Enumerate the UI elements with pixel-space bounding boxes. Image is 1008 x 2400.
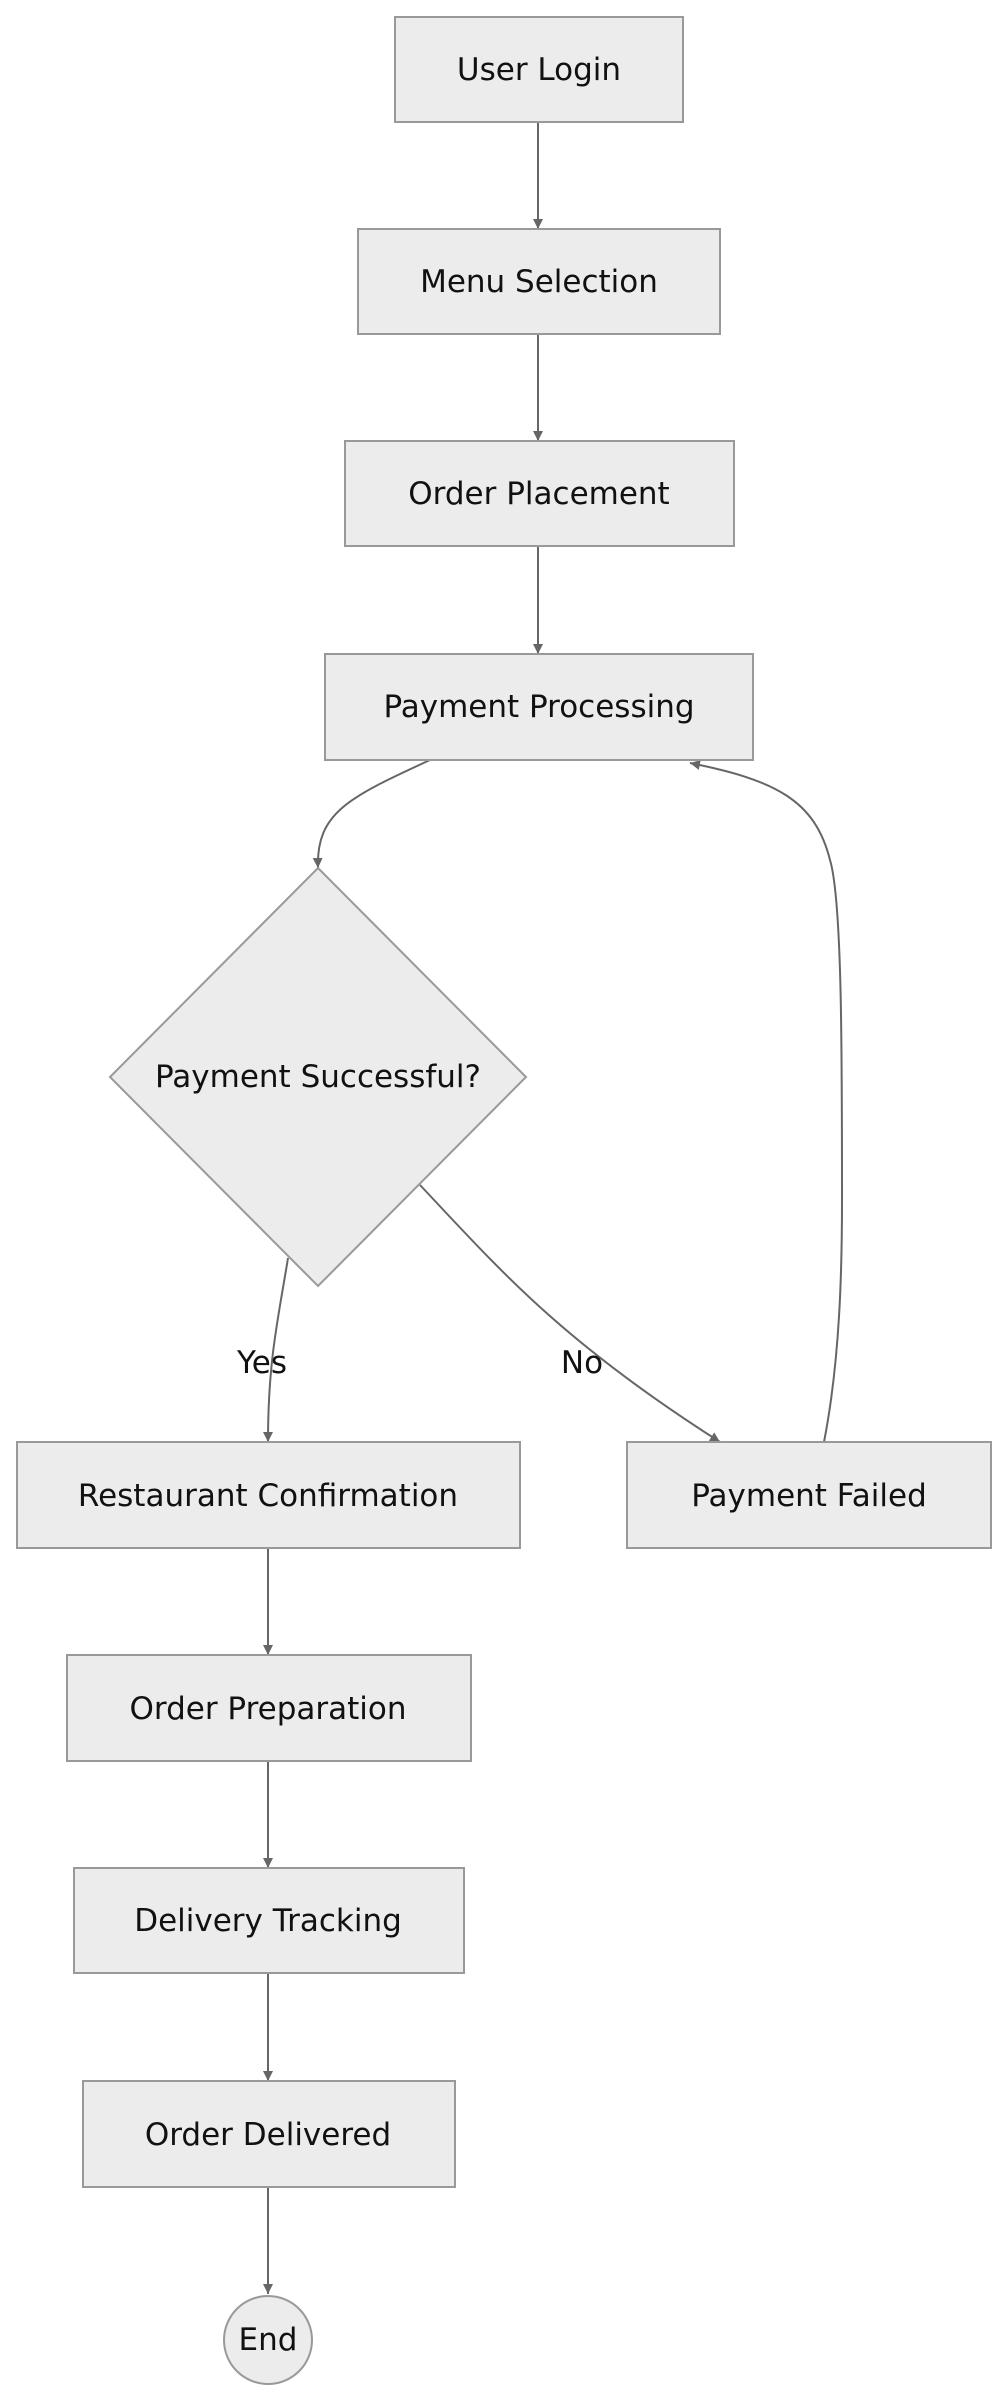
- node-end-label: End: [239, 2322, 298, 2358]
- node-end[interactable]: End: [223, 2295, 313, 2385]
- node-payment-successful-decision[interactable]: Payment Successful?: [108, 866, 528, 1288]
- node-payment-successful-label: Payment Successful?: [155, 1059, 481, 1095]
- edge-failed-to-payment: [689, 760, 844, 1443]
- node-delivery-tracking-label: Delivery Tracking: [134, 1903, 402, 1939]
- node-order-placement-label: Order Placement: [408, 476, 669, 512]
- node-menu-selection[interactable]: Menu Selection: [357, 228, 721, 335]
- node-user-login-label: User Login: [457, 52, 621, 88]
- edge-decision-to-failed: [419, 1184, 721, 1443]
- node-order-preparation[interactable]: Order Preparation: [66, 1654, 472, 1762]
- edge-decision-to-confirmation: [263, 1257, 289, 1443]
- node-menu-selection-label: Menu Selection: [420, 264, 658, 300]
- node-payment-failed[interactable]: Payment Failed: [626, 1441, 992, 1549]
- node-restaurant-confirmation-label: Restaurant Confirmation: [78, 1478, 458, 1514]
- node-restaurant-confirmation[interactable]: Restaurant Confirmation: [16, 1441, 521, 1549]
- edge-label-yes: Yes: [236, 1345, 287, 1381]
- node-order-placement[interactable]: Order Placement: [344, 440, 735, 547]
- node-order-delivered-label: Order Delivered: [145, 2117, 391, 2153]
- node-order-preparation-label: Order Preparation: [129, 1691, 406, 1727]
- edge-label-no: No: [561, 1345, 603, 1381]
- edge-payment-to-decision: [312, 759, 431, 869]
- node-payment-failed-label: Payment Failed: [691, 1478, 927, 1514]
- node-delivery-tracking[interactable]: Delivery Tracking: [73, 1867, 465, 1974]
- node-payment-processing[interactable]: Payment Processing: [324, 653, 754, 761]
- node-payment-processing-label: Payment Processing: [383, 689, 694, 725]
- node-order-delivered[interactable]: Order Delivered: [82, 2080, 456, 2188]
- node-user-login[interactable]: User Login: [394, 16, 684, 123]
